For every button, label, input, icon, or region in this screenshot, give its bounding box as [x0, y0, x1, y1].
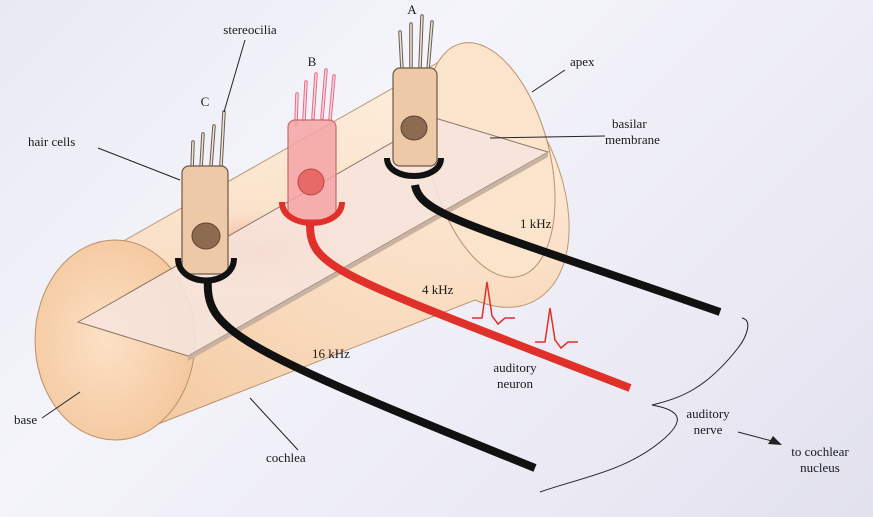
nerve-fiber-1khz — [411, 184, 722, 316]
stereocilia-c — [190, 110, 226, 172]
stereocilia-a — [398, 14, 434, 72]
hair-cell-c — [175, 110, 237, 284]
basilar-membrane-edge — [188, 152, 548, 361]
label-freq-4khz: 4 kHz — [422, 282, 454, 297]
auditory-nerve-brace — [539, 317, 749, 493]
label-stereocilia: stereocilia — [223, 22, 277, 37]
label-basilar-membrane-1: basilar — [612, 116, 647, 131]
label-cochlea: cochlea — [266, 450, 306, 465]
action-potential-spike — [535, 307, 578, 350]
label-to-cochlear-nucleus-1: to cochlear — [791, 444, 849, 459]
nerve-ending-b — [279, 201, 345, 226]
hair-cell-b — [279, 68, 345, 226]
nucleus — [191, 222, 221, 250]
nerve-ending-a — [384, 157, 444, 179]
nucleus — [297, 168, 325, 196]
label-hair-cell-a: A — [407, 2, 417, 17]
action-potential-spike — [472, 281, 515, 326]
leader-lines — [41, 39, 773, 451]
label-freq-16khz: 16 kHz — [312, 346, 350, 361]
label-auditory-neuron-1: auditory — [493, 360, 537, 375]
label-auditory-nerve-1: auditory — [686, 406, 730, 421]
label-apex: apex — [570, 54, 595, 69]
nucleus — [400, 115, 428, 141]
label-to-cochlear-nucleus-2: nucleus — [800, 460, 840, 475]
label-auditory-nerve-2: nerve — [694, 422, 723, 437]
label-hair-cell-c: C — [201, 94, 210, 109]
label-hair-cells: hair cells — [28, 134, 75, 149]
nerve-fiber-4khz — [306, 222, 632, 392]
label-hair-cell-b: B — [308, 54, 317, 69]
label-auditory-neuron-2: neuron — [497, 376, 534, 391]
hair-cell-a — [384, 14, 444, 179]
label-base: base — [14, 412, 37, 427]
nerve-ending-c — [175, 257, 237, 284]
arrow-head-icon — [768, 436, 782, 445]
label-basilar-membrane-2: membrane — [605, 132, 660, 147]
nerve-fiber-16khz — [203, 277, 537, 472]
label-freq-1khz: 1 kHz — [520, 216, 552, 231]
